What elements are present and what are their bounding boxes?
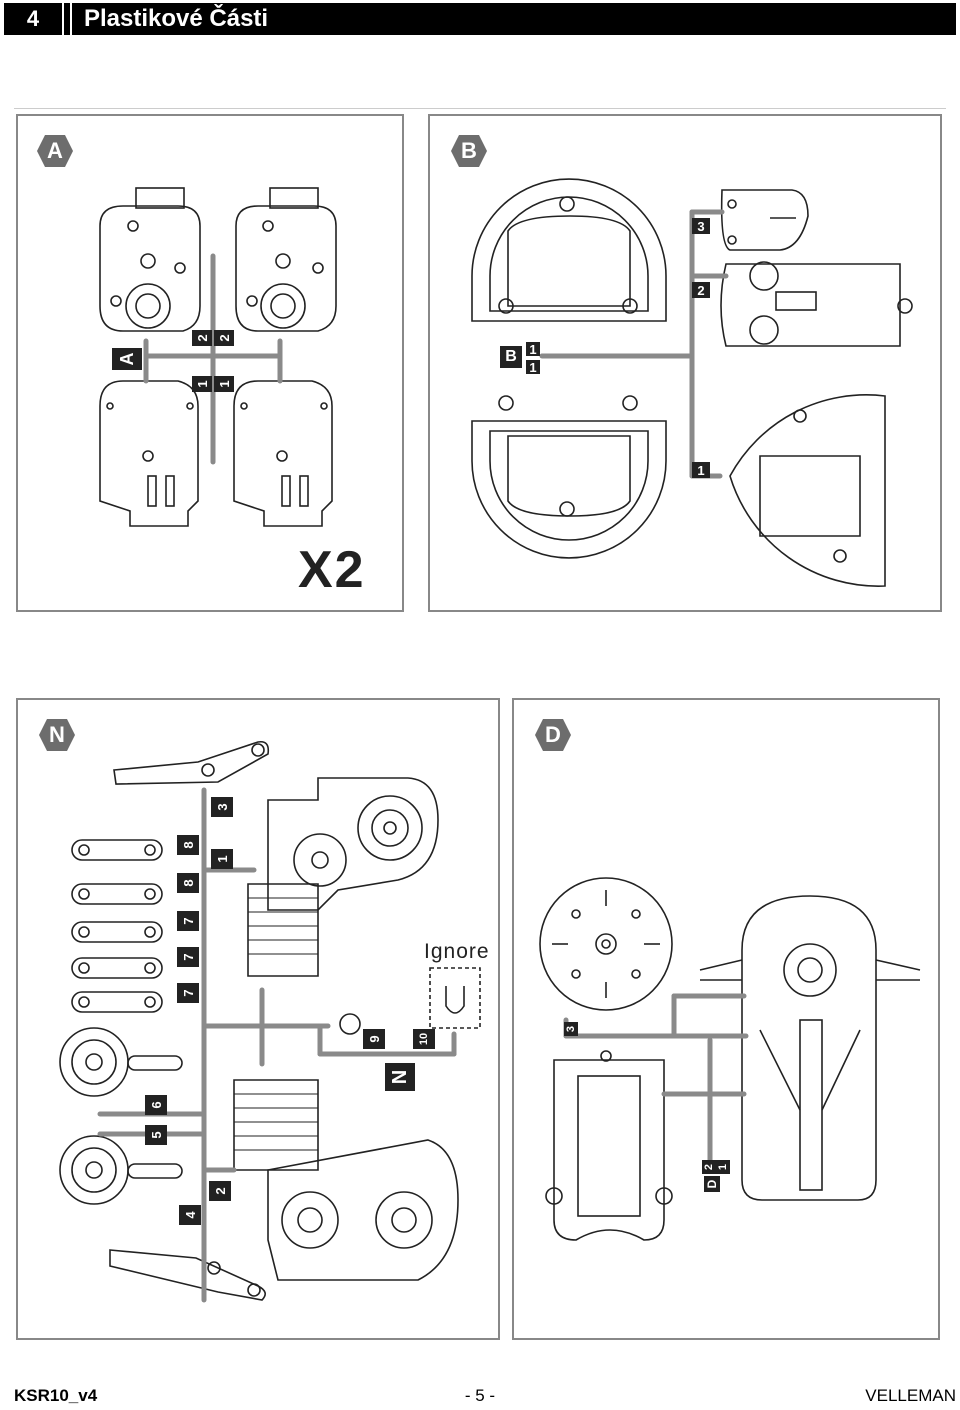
panel-n-hex-label: N: [38, 718, 76, 752]
part-number-n-7a: 7: [177, 911, 199, 931]
sprue-a-tag: A: [112, 348, 142, 370]
page-title: Plastikové Části: [84, 5, 269, 32]
page-section-number: 4: [4, 3, 64, 35]
part-number-a-3: 1: [192, 376, 212, 392]
header-rule: [14, 108, 946, 109]
hexagon-icon: [535, 719, 571, 751]
part-number-a-2: 2: [214, 330, 234, 346]
sprue-n-tag: N: [385, 1063, 415, 1091]
panel-b-hex-label: B: [450, 134, 488, 168]
part-number-d-1: 1: [716, 1160, 730, 1174]
footer-brand: VELLEMAN: [865, 1386, 956, 1405]
part-number-n-5: 5: [145, 1125, 167, 1145]
part-number-b-1c: 1: [692, 462, 710, 478]
part-number-a-1: 2: [192, 330, 212, 346]
footer-model: KSR10_v4: [14, 1386, 98, 1405]
ignore-note: Ignore: [424, 940, 490, 963]
page-header: 4 Plastikové Části: [4, 3, 956, 35]
header-separator: [64, 3, 72, 35]
part-number-b-2: 2: [692, 282, 710, 298]
part-number-n-1: 1: [211, 849, 233, 869]
part-number-n-8a: 8: [177, 835, 199, 855]
part-number-n-4: 4: [179, 1205, 201, 1225]
panel-d-hex-label: D: [534, 718, 572, 752]
quantity-label: X2: [298, 541, 366, 599]
sprue-d-tag: D: [704, 1176, 720, 1192]
sprue-a-drawing: [99, 187, 337, 527]
part-number-n-3: 3: [211, 797, 233, 817]
sprue-b-tag: B: [500, 346, 522, 368]
footer-page-number: - 5 -: [464, 1386, 496, 1405]
panel-a: A: [16, 114, 404, 612]
part-number-n-10: 10: [413, 1029, 435, 1049]
panel-n: N: [16, 698, 500, 1340]
part-number-n-6: 6: [145, 1095, 167, 1115]
sprue-d-drawing: [539, 877, 921, 1241]
panel-d: D 3 2 1 D: [512, 698, 940, 1340]
panel-a-hex-label: A: [36, 134, 74, 168]
part-number-b-1a: 1: [526, 342, 540, 357]
part-number-d-3: 3: [564, 1022, 578, 1036]
sprue-n-drawing: [59, 740, 481, 1303]
part-number-n-7b: 7: [177, 947, 199, 967]
part-number-n-8b: 8: [177, 873, 199, 893]
hexagon-icon: [39, 719, 75, 751]
part-number-d-2: 2: [702, 1160, 716, 1174]
part-number-b-3: 3: [692, 218, 710, 234]
part-number-b-1b: 1: [526, 360, 540, 375]
part-number-n-9: 9: [363, 1029, 385, 1049]
panel-b: B: [428, 114, 942, 612]
hexagon-icon: [37, 135, 73, 167]
part-number-a-4: 1: [214, 376, 234, 392]
part-number-n-2: 2: [209, 1181, 231, 1201]
hexagon-icon: [451, 135, 487, 167]
part-number-n-7c: 7: [177, 983, 199, 1003]
